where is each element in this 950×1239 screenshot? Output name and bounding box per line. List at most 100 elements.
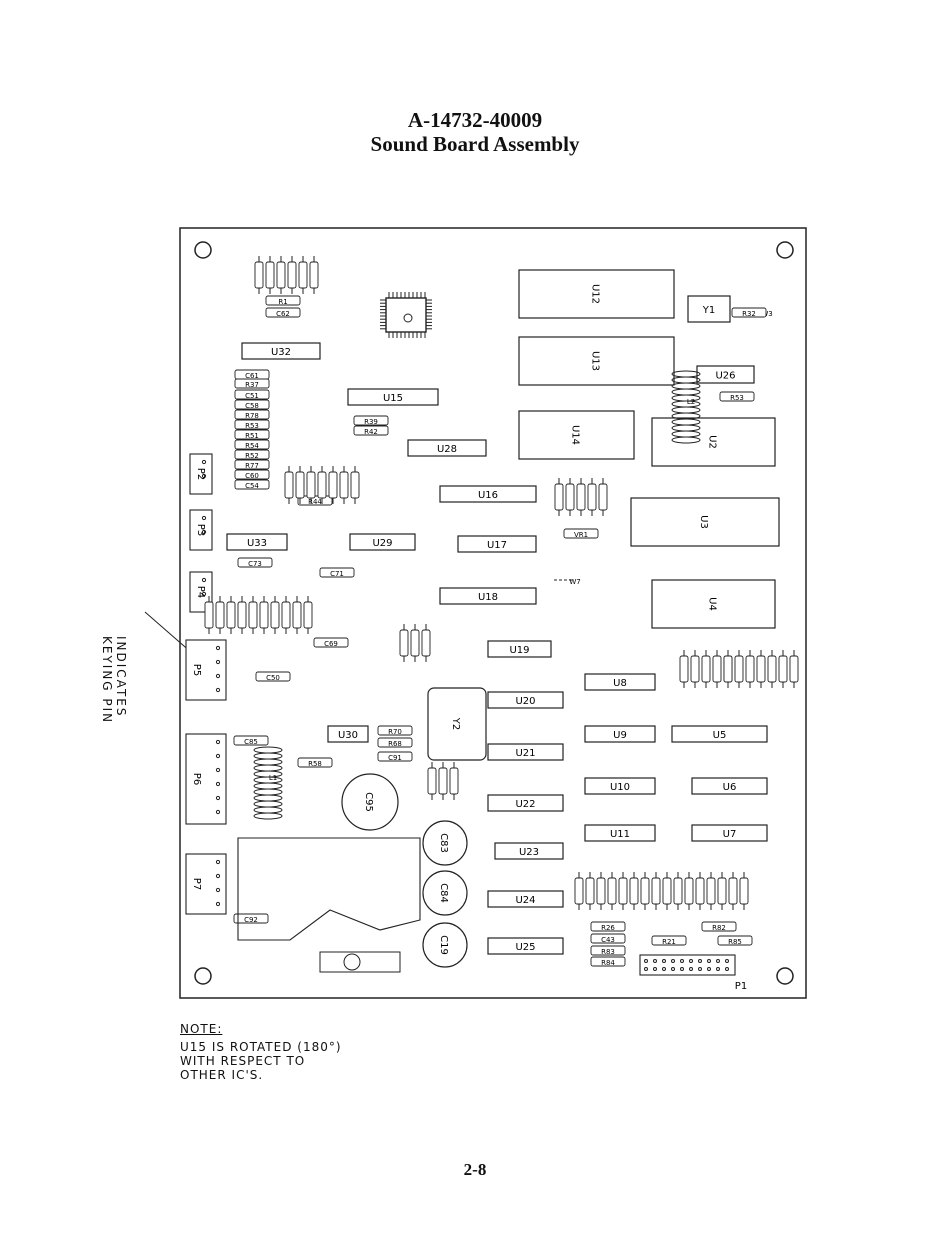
part-label: R83	[601, 948, 615, 956]
part-c43: C43	[590, 933, 626, 944]
part-r53: R53	[719, 391, 755, 402]
ic-u15: U15	[347, 388, 439, 406]
part-label: C51	[245, 392, 259, 400]
part-label: L2	[687, 398, 695, 406]
part-label: VR1	[574, 531, 588, 539]
connector-p6: P6	[185, 733, 227, 825]
part-r83: R83	[590, 945, 626, 956]
part-vr1: VR1	[563, 528, 599, 539]
ic-label: U18	[478, 592, 498, 603]
part-label: R26	[601, 924, 615, 932]
part-label: C62	[276, 310, 290, 318]
ic-label: U21	[515, 748, 535, 759]
capacitor-label: C84	[438, 883, 449, 903]
ic-label: U19	[509, 645, 529, 656]
part-l1: L1	[253, 746, 283, 820]
part-r77: R77	[234, 459, 270, 470]
part-r39: R39	[353, 415, 389, 426]
ic-u5: U5	[671, 725, 768, 743]
ic-label: U17	[487, 540, 507, 551]
resistor-array	[254, 256, 319, 294]
ic-u7: U7	[691, 824, 768, 842]
ic-u11: U11	[584, 824, 656, 842]
part-r82: R82	[701, 921, 737, 932]
ic-label: Y2	[450, 717, 461, 730]
ic-label: U30	[338, 730, 358, 741]
part-r84: R84	[590, 956, 626, 967]
connector-p7: P7	[185, 853, 227, 915]
part-c91: C91	[377, 751, 413, 762]
capacitor-label: C83	[438, 833, 449, 853]
part-label: C85	[244, 738, 258, 746]
part-r78: R78	[234, 409, 270, 420]
ic-u22: U22	[487, 794, 564, 812]
ic-u30: U30	[327, 725, 369, 743]
annotation-line1: INDICATES	[114, 636, 128, 718]
part-label: C91	[388, 754, 402, 762]
ic-label: U13	[590, 351, 601, 371]
resistor-array	[399, 624, 431, 662]
part-label: C58	[245, 402, 259, 410]
part-label: R32	[742, 310, 756, 318]
part-label: C71	[330, 570, 344, 578]
part-label: R1	[278, 298, 287, 306]
part-label: R37	[245, 381, 259, 389]
part-r53: R53	[234, 419, 270, 430]
part-label: R68	[388, 740, 402, 748]
part-r85: R85	[717, 935, 753, 946]
ic-label: U32	[271, 347, 291, 358]
ic-label: U7	[723, 829, 737, 840]
part-label: C60	[245, 472, 259, 480]
ic-label: U3	[698, 515, 709, 529]
part-c54: C54	[234, 479, 270, 490]
ic-y2: Y2	[427, 687, 487, 761]
resistor-array	[574, 872, 749, 910]
part-r37: R37	[234, 378, 270, 389]
connector-p1: P1	[639, 954, 747, 992]
part-label: R53	[730, 394, 744, 402]
part-label: C92	[244, 916, 258, 924]
part-c92: C92	[233, 913, 269, 924]
part-label: R42	[364, 428, 378, 436]
ic-u4: U4	[651, 579, 776, 629]
ic-label: U11	[610, 829, 630, 840]
part-r21: R21	[651, 935, 687, 946]
note-line-1: U15 IS ROTATED (180°)	[180, 1040, 342, 1054]
ic-u9: U9	[584, 725, 656, 743]
part-label: R70	[388, 728, 402, 736]
part-r58: R58	[297, 757, 333, 768]
ic-u10: U10	[584, 777, 656, 795]
part-r51: R51	[234, 429, 270, 440]
ic-u19: U19	[487, 640, 552, 658]
ic-label: U23	[519, 847, 539, 858]
ic-label: U33	[247, 538, 267, 549]
part-label: R51	[245, 432, 259, 440]
ic-u25: U25	[487, 937, 564, 955]
note-heading: NOTE:	[180, 1022, 223, 1036]
ic-u28: U28	[407, 439, 487, 457]
resistor-array	[723, 650, 799, 688]
part-label: R52	[245, 452, 259, 460]
part-label: L1	[269, 774, 277, 782]
note-line-3: OTHER IC'S.	[180, 1068, 264, 1082]
part-r32: R32	[731, 307, 767, 318]
ic-u29: U29	[349, 533, 416, 551]
capacitor-label: C19	[438, 935, 449, 955]
part-label: C61	[245, 372, 259, 380]
ic-label: U10	[610, 782, 630, 793]
ic-u8: U8	[584, 673, 656, 691]
part-c85: C85	[233, 735, 269, 746]
capacitor-c83: C83	[422, 820, 468, 866]
part-label: R53	[245, 422, 259, 430]
part-r26: R26	[590, 921, 626, 932]
part-l2: L2	[671, 370, 701, 444]
part-label: R77	[245, 462, 259, 470]
title-assembly-name: Sound Board Assembly	[370, 132, 580, 156]
part-c73: C73	[237, 557, 273, 568]
part-c51: C51	[234, 389, 270, 400]
connector-p3: P3	[189, 509, 213, 551]
part-label: R39	[364, 418, 378, 426]
ic-u18: U18	[439, 587, 537, 605]
